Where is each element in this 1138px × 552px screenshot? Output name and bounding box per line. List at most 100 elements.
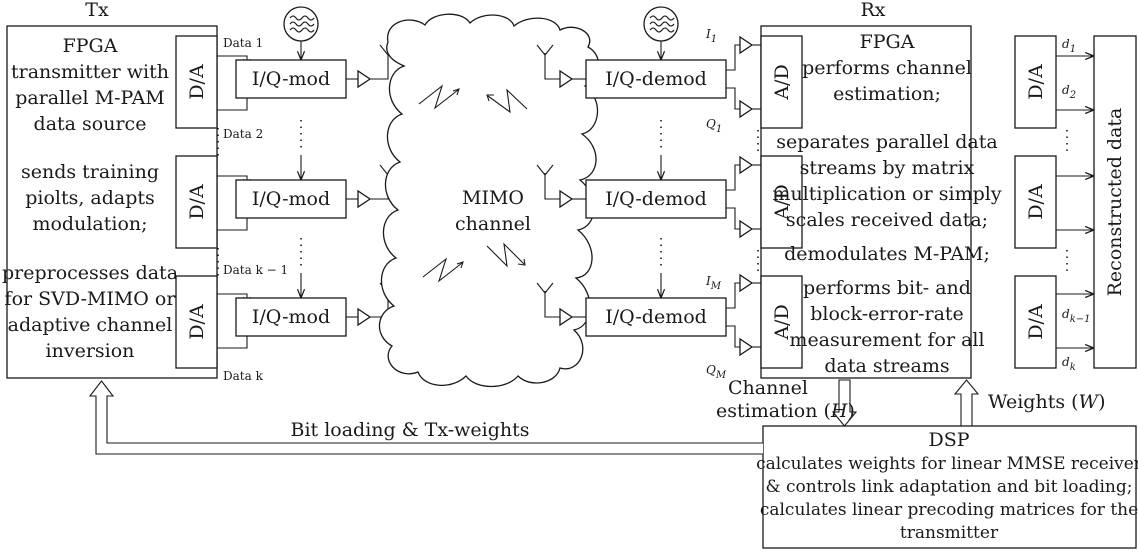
rx-da-box: [1014, 155, 1057, 249]
radio-link-icon: [418, 84, 460, 110]
rx-ad-label: A/D: [771, 304, 793, 340]
weights-label: Weights (W): [988, 391, 1106, 413]
rx-text-line: streams by matrix: [800, 157, 975, 179]
dsp-line: calculates linear precoding matrices for…: [760, 500, 1138, 520]
rx-ad-converters: A/D A/D A/D: [760, 35, 803, 369]
radio-link-icon: [486, 88, 528, 114]
mimo-channel-label: channel: [455, 213, 531, 235]
dsp-line: calculates weights for linear MMSE recei…: [756, 454, 1138, 474]
tx-text-line: piolts, adapts: [25, 187, 155, 209]
rx-text-line: performs bit- and: [803, 277, 971, 299]
weights-arrow: [953, 379, 980, 427]
rx-text-line: performs channel: [802, 57, 972, 79]
iq-signal-labels: I1 Q1 IM QM: [705, 27, 727, 381]
rx-oscillator-icon: [643, 6, 679, 60]
mimo-channel-label: MIMO: [462, 187, 524, 209]
im-label: IM: [705, 274, 722, 292]
tx-da-label: D/A: [186, 304, 208, 340]
channel-estimation-label: Channel: [728, 377, 808, 399]
iq-demod-label: I/Q-demod: [605, 68, 707, 90]
d1-label: d1: [1062, 37, 1076, 55]
tx-data-label: Data k: [223, 369, 264, 383]
rx-amplifier-icon: [536, 282, 586, 327]
bit-loading-feedback-arrow: [88, 380, 763, 455]
iq-mod-box: [235, 179, 347, 219]
dk-label: dk: [1062, 355, 1076, 373]
rx-text-line: separates parallel data: [776, 131, 997, 153]
dsp-line: & controls link adaptation and bit loadi…: [766, 477, 1133, 497]
rx-description: FPGA performs channel estimation; separa…: [772, 31, 1001, 377]
radio-link-icon: [422, 257, 464, 283]
iq-demod-label: I/Q-demod: [605, 188, 707, 210]
tx-data-label: Data 2: [223, 127, 263, 141]
tx-data-label: Data k − 1: [223, 263, 288, 277]
rx-amplifier-icon: [536, 164, 586, 209]
tx-text-line: adaptive channel: [8, 314, 173, 336]
radio-link-icon: [486, 242, 526, 268]
tx-text-line: transmitter with: [11, 61, 169, 83]
bit-loading-label: Bit loading & Tx-weights: [290, 419, 529, 441]
reconstructed-data-box: [1093, 35, 1137, 369]
dsp-line: transmitter: [900, 523, 999, 543]
tx-da-box: [175, 35, 218, 129]
iq-demod-box: [585, 297, 727, 337]
rx-ad-box: [760, 35, 803, 129]
iq-mod-label: I/Q-mod: [252, 188, 330, 210]
tx-text-line: inversion: [46, 340, 135, 362]
rx-da-box: [1014, 275, 1057, 369]
tx-data-label: Data 1: [223, 36, 263, 50]
tx-text-line: FPGA: [63, 35, 118, 57]
rx-ad-label: A/D: [771, 64, 793, 100]
dsp-title: DSP: [928, 429, 969, 451]
tx-oscillator-icon: [283, 6, 319, 60]
mimo-channel-cloud: [378, 13, 600, 388]
tx-da-box: [175, 275, 218, 369]
rx-output-lines: [1056, 56, 1094, 348]
i1-label: I1: [705, 27, 717, 45]
rx-output-labels: d1 d2 dk−1 dk: [1062, 37, 1091, 373]
iq-demod-box: [585, 59, 727, 99]
rx-ad-box: [760, 155, 803, 249]
channel-estimation-arrow: [831, 379, 858, 427]
rx-antennas: [536, 44, 586, 327]
tx-text-line: sends training: [21, 161, 159, 183]
channel-estimation-label: estimation (H): [716, 400, 855, 422]
tx-text-line: parallel M-PAM: [15, 87, 165, 109]
rx-text-line: measurement for all: [789, 329, 984, 351]
iq-modulators: I/Q-mod I/Q-mod I/Q-mod: [235, 59, 347, 337]
iq-mod-label: I/Q-mod: [252, 306, 330, 328]
rx-ad-box: [760, 275, 803, 369]
rx-ad-label: A/D: [771, 184, 793, 220]
rx-amplifier-icon: [536, 44, 586, 89]
tx-text-line: data source: [34, 113, 147, 135]
rx-text-line: FPGA: [860, 31, 915, 53]
rx-text-line: multiplication or simply: [772, 183, 1001, 205]
tx-da-box: [175, 155, 218, 249]
rx-da-label: D/A: [1025, 184, 1047, 220]
d2-label: d2: [1062, 83, 1076, 101]
rx-text-line: data streams: [824, 355, 949, 377]
rx-text-line: demodulates M-PAM;: [784, 243, 990, 265]
tx-description: FPGA transmitter with parallel M-PAM dat…: [2, 35, 178, 362]
iq-mod-label: I/Q-mod: [252, 68, 330, 90]
rx-da-label: D/A: [1025, 304, 1047, 340]
dsp-box: [762, 425, 1137, 549]
tx-da-label: D/A: [186, 64, 208, 100]
tx-da-converters: D/A D/A D/A: [175, 35, 218, 369]
tx-text-line: for SVD-MIMO or: [5, 288, 177, 310]
tx-da-label: D/A: [186, 184, 208, 220]
rx-text-line: estimation;: [833, 83, 941, 105]
q1-label: Q1: [706, 117, 722, 135]
iq-demodulators: I/Q-demod I/Q-demod I/Q-demod: [585, 59, 727, 337]
dk1-label: dk−1: [1062, 307, 1091, 325]
qm-label: QM: [706, 363, 727, 381]
rx-da-box: [1014, 35, 1057, 129]
tx-text-line: modulation;: [32, 213, 147, 235]
rx-da-converters: D/A D/A D/A: [1014, 35, 1057, 369]
rx-text-line: scales received data;: [786, 209, 988, 231]
iq-demod-box: [585, 179, 727, 219]
demod-outputs: [726, 35, 761, 357]
rx-text-line: block-error-rate: [810, 303, 964, 325]
rx-da-label: D/A: [1025, 64, 1047, 100]
